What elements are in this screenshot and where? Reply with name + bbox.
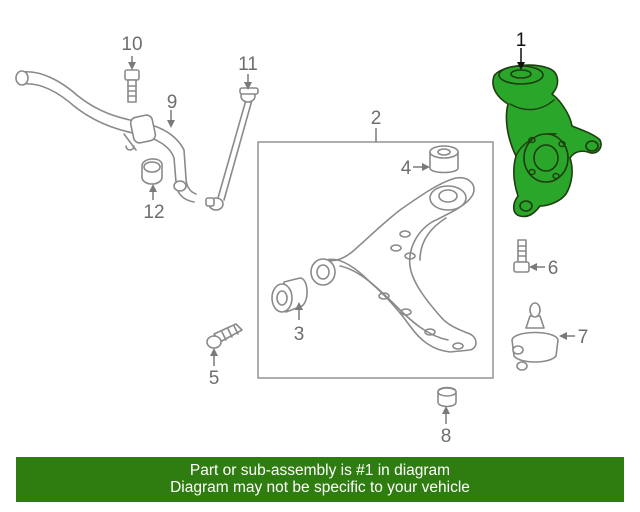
lower-control-arm[interactable] — [310, 176, 477, 353]
nut-8[interactable] — [437, 386, 457, 408]
steering-knuckle[interactable] — [492, 64, 602, 218]
arrowhead-11 — [244, 82, 252, 90]
bolt-6[interactable] — [513, 239, 530, 273]
callout-11[interactable]: 11 — [238, 54, 258, 75]
arrowhead-9 — [167, 120, 175, 128]
callout-1[interactable]: 1 — [516, 30, 527, 51]
bolt-5[interactable] — [206, 323, 243, 349]
callout-3[interactable]: 3 — [294, 324, 305, 345]
arrowhead-10 — [128, 62, 136, 70]
callout-8[interactable]: 8 — [441, 426, 452, 447]
callout-2[interactable]: 2 — [371, 108, 382, 129]
callout-5[interactable]: 5 — [209, 368, 220, 389]
arrowhead-12 — [149, 184, 157, 192]
diagram-notice-banner: Part or sub-assembly is #1 in diagram Di… — [16, 457, 624, 502]
arrowhead-1 — [517, 62, 525, 70]
callout-9[interactable]: 9 — [167, 92, 178, 113]
callout-6[interactable]: 6 — [548, 258, 559, 279]
arrowhead-5 — [210, 348, 218, 356]
banner-line-2: Diagram may not be specific to your vehi… — [170, 479, 470, 496]
callout-12[interactable]: 12 — [143, 202, 164, 223]
banner-line-1: Part or sub-assembly is #1 in diagram — [189, 462, 451, 479]
stabilizer-bar[interactable] — [15, 70, 197, 203]
ball-joint[interactable] — [511, 302, 559, 371]
arrowhead-4 — [422, 163, 430, 171]
stabilizer-link[interactable] — [205, 87, 259, 211]
callout-4[interactable]: 4 — [401, 158, 412, 179]
callout-10[interactable]: 10 — [121, 34, 142, 55]
callout-7[interactable]: 7 — [578, 327, 589, 348]
arrowhead-7 — [559, 332, 567, 340]
arrowhead-6 — [529, 263, 537, 271]
bushing-3[interactable] — [271, 277, 308, 313]
bushing-12[interactable] — [141, 158, 163, 185]
bolt-10[interactable] — [124, 69, 140, 103]
arrowhead-3 — [295, 302, 303, 310]
bushing-4[interactable] — [429, 145, 459, 174]
arrowhead-8 — [442, 406, 450, 414]
